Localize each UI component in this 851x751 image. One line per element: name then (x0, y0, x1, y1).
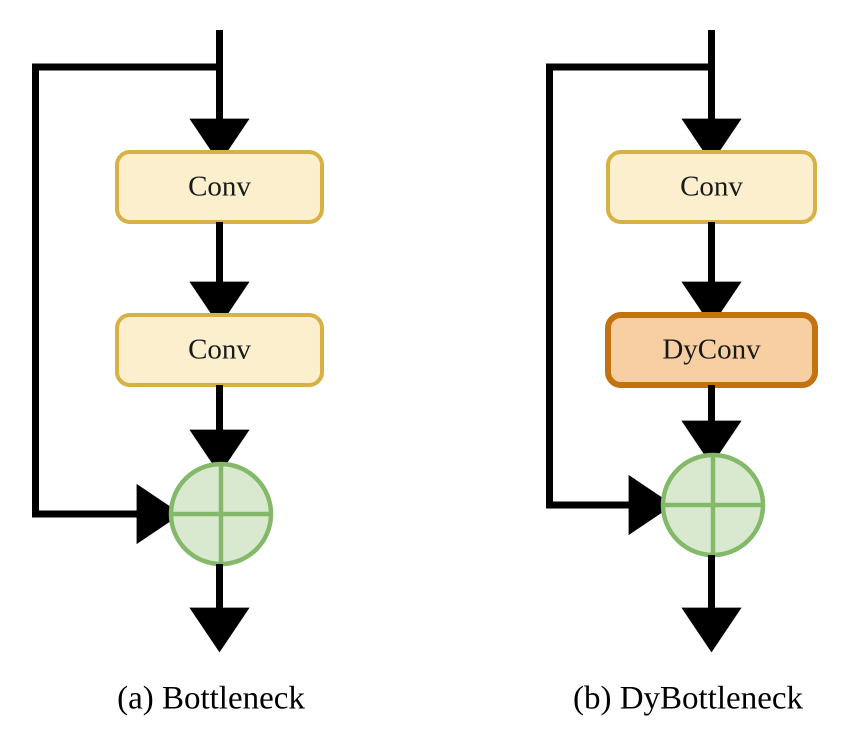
sum-node-a (168, 461, 274, 567)
sum-node-b (660, 452, 766, 558)
block-conv1-a-label: Conv (188, 171, 251, 203)
edge-skip-input-to-sum-a (32, 63, 219, 545)
caption-bottleneck: (a) Bottleneck (117, 681, 305, 717)
block-conv2-a-label: Conv (188, 334, 251, 366)
panel-bottleneck: Conv Conv (a) Bottleneck (32, 30, 324, 717)
caption-dybottleneck: (b) DyBottleneck (573, 681, 804, 717)
block-conv1-b-label: Conv (680, 171, 743, 203)
panel-dybottleneck: Conv DyConv (b) DyBottleneck (546, 30, 818, 717)
edge-skip-input-to-sum-b (546, 63, 711, 536)
block-dyconv-b-label: DyConv (662, 334, 761, 366)
